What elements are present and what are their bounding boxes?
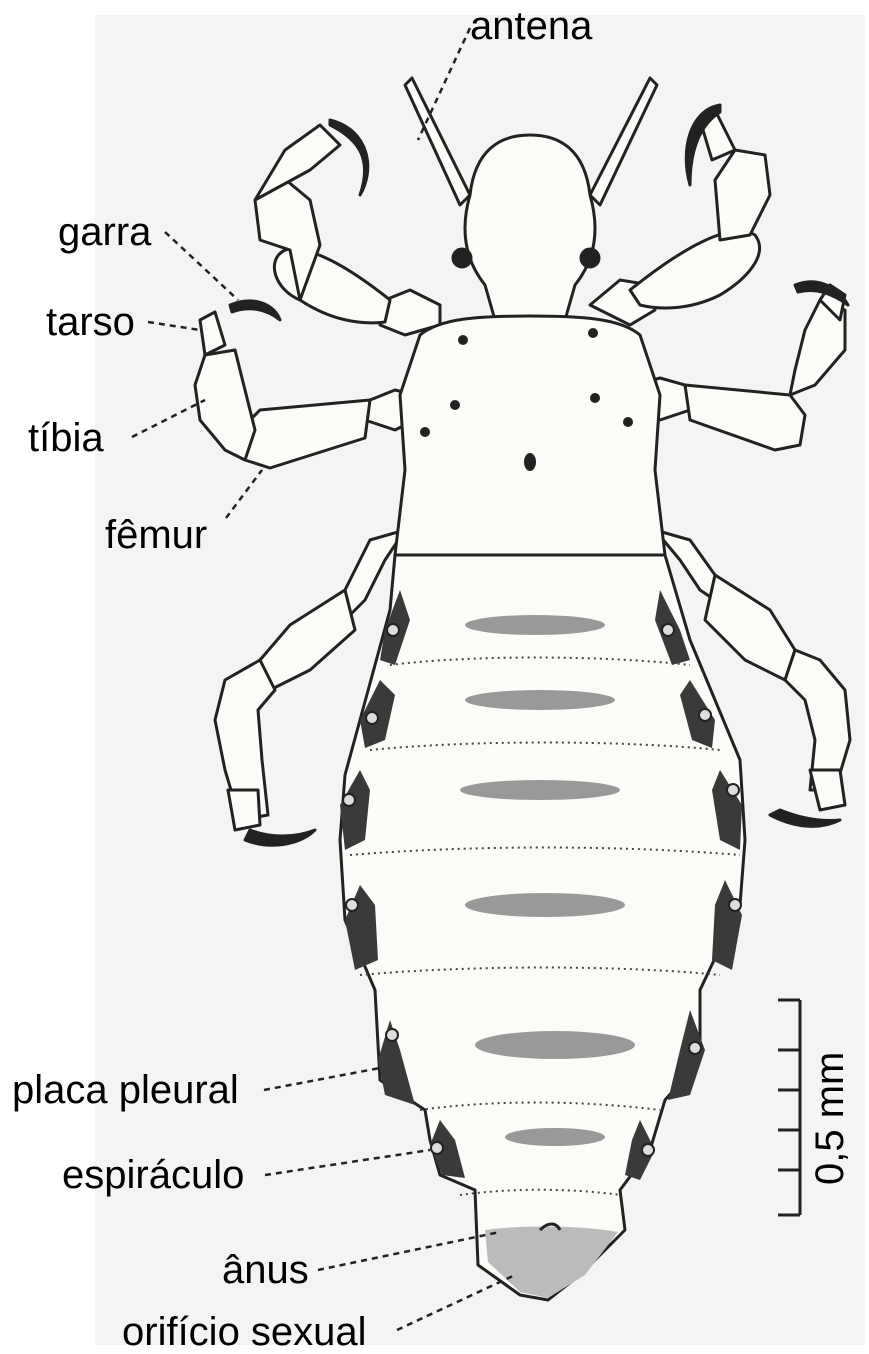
- label-garra: garra: [58, 212, 151, 252]
- right-eye: [581, 249, 599, 267]
- label-espiraculo: espiráculo: [62, 1155, 244, 1195]
- thorax: [395, 316, 665, 555]
- label-tibia: tíbia: [28, 418, 104, 458]
- label-tarso: tarso: [46, 302, 135, 342]
- label-antena: antena: [470, 6, 592, 46]
- label-femur: fêmur: [105, 515, 207, 555]
- scale-bar-label: 0,5 mm: [810, 1052, 850, 1185]
- label-anus: ânus: [222, 1250, 309, 1290]
- label-placa-pleural: placa pleural: [12, 1070, 239, 1110]
- left-eye: [453, 249, 471, 267]
- label-orificio-sexual: orifício sexual: [122, 1312, 367, 1352]
